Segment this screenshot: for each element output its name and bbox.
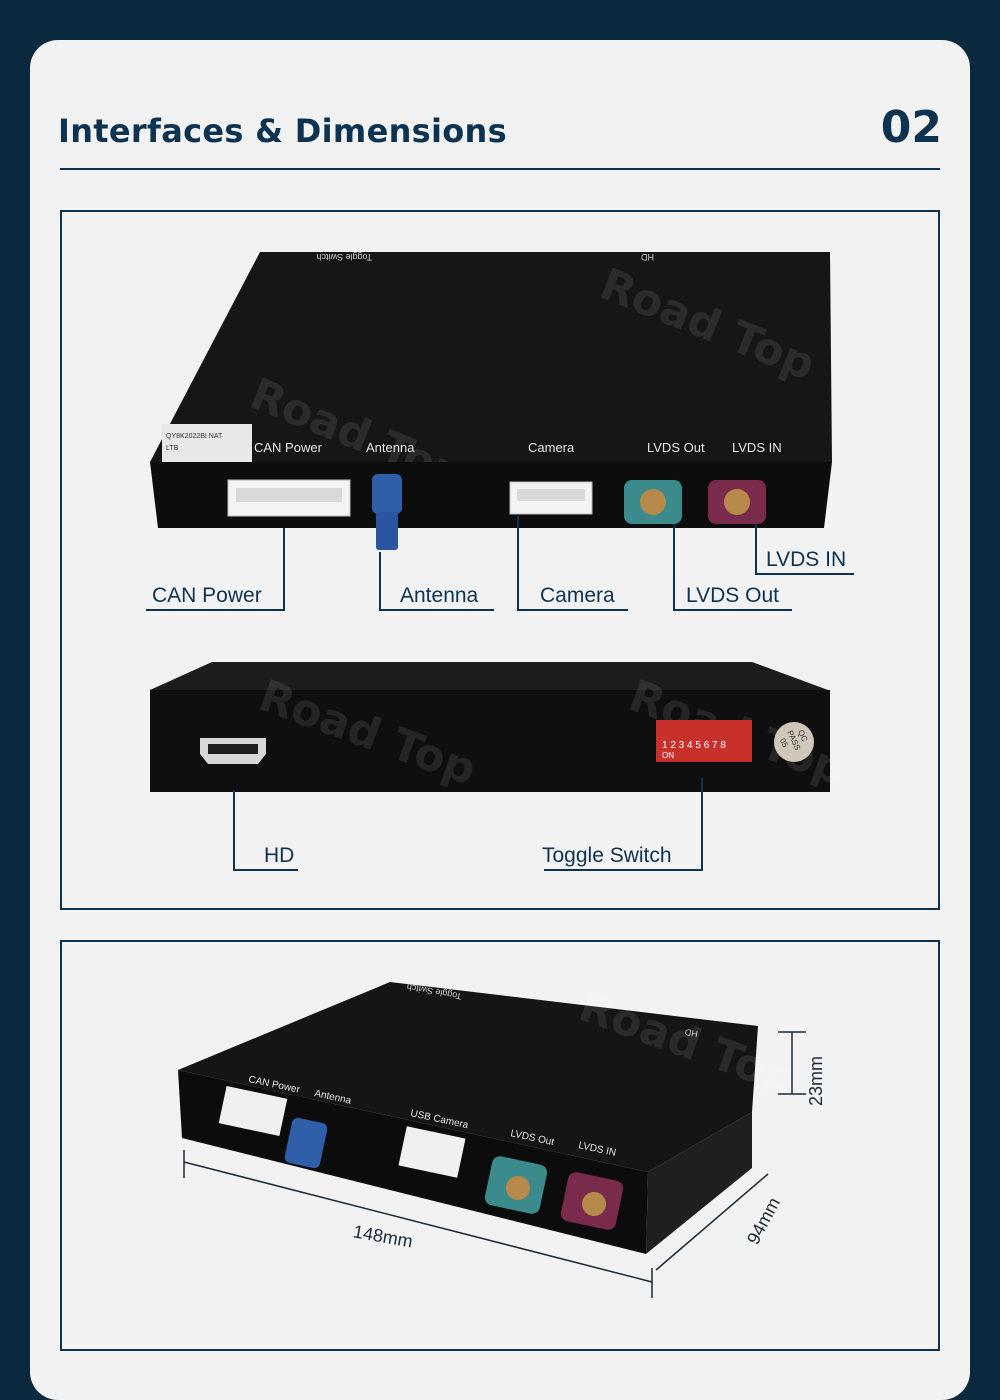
interfaces-panel: Toggle Switch HD Road Top Road Top QY8K2…: [60, 210, 940, 910]
dimensions-illustration: Toggle Switch HD Road Top CAN Power Ante…: [178, 980, 826, 1298]
iso-can-power-connector: [218, 1085, 288, 1137]
callout-line-antenna: [379, 552, 494, 611]
dip-switch: [656, 720, 752, 762]
page-title: Interfaces & Dimensions: [58, 112, 507, 150]
top-toggle-label: Toggle Switch: [316, 252, 372, 262]
callout-can-power: CAN Power: [152, 584, 262, 607]
callout-line-lvds-in: [755, 524, 854, 575]
dip-on-label: ON: [662, 751, 674, 760]
device-label-lvds-in: LVDS IN: [732, 440, 782, 455]
back-device-top: [150, 662, 828, 690]
dip-numbers: 1 2 3 4 5 6 7 8: [662, 740, 726, 751]
sticker-line-2: LTB: [166, 445, 179, 452]
callout-lvds-in: LVDS IN: [766, 548, 846, 571]
antenna-connector: [372, 474, 402, 514]
top-hd-label: HD: [641, 252, 654, 262]
device-label-can-power: CAN Power: [254, 440, 323, 455]
iso-antenna-connector: [284, 1117, 328, 1169]
iso-device-side: [646, 1112, 752, 1254]
lvds-in-pin: [724, 489, 750, 515]
device-sticker: [162, 424, 252, 462]
callout-antenna: Antenna: [400, 584, 479, 607]
callout-line-lvds-out: [673, 524, 792, 611]
hdmi-port-slot: [208, 744, 258, 754]
section-number: 02: [880, 102, 942, 153]
title-divider: [60, 168, 940, 170]
device-label-lvds-out: LVDS Out: [647, 440, 705, 455]
connector-pins: [236, 488, 342, 502]
dimension-height: 23mm: [806, 1056, 826, 1106]
iso-device-top: [178, 982, 758, 1172]
device-label-antenna: Antenna: [366, 440, 415, 455]
dimension-depth: 94mm: [743, 1194, 784, 1248]
callout-line-can-power: [146, 528, 285, 611]
depth-dimension-line: [655, 1173, 769, 1271]
antenna-connector-body: [376, 512, 398, 550]
lvds-out-pin: [640, 489, 666, 515]
callout-lvds-out: LVDS Out: [686, 584, 779, 607]
iso-camera-connector: [398, 1126, 466, 1178]
iso-top-hd-label: HD: [684, 1027, 699, 1039]
callout-line-toggle: [544, 778, 703, 871]
iso-lvds-out-pin: [506, 1176, 530, 1200]
front-device-top: [150, 252, 832, 462]
interfaces-illustration: Toggle Switch HD Road Top Road Top QY8K2…: [146, 252, 854, 871]
width-dimension-line: [183, 1161, 653, 1283]
callout-line-camera: [517, 516, 628, 611]
device-label-camera: Camera: [528, 440, 575, 455]
qc-pass-sticker: [774, 722, 814, 762]
callout-camera: Camera: [540, 584, 615, 607]
iso-lvds-in-pin: [582, 1192, 606, 1216]
dimension-width: 148mm: [352, 1221, 415, 1251]
callout-hd: HD: [264, 844, 294, 867]
sticker-line-1: QY8K2022BI NAT: [166, 433, 223, 440]
connector-pins: [517, 489, 585, 501]
callout-line-hd: [233, 790, 298, 871]
qc-line-3: 05: [778, 737, 790, 749]
dimensions-panel: Toggle Switch HD Road Top CAN Power Ante…: [60, 940, 940, 1351]
callout-toggle-switch: Toggle Switch: [542, 844, 672, 867]
